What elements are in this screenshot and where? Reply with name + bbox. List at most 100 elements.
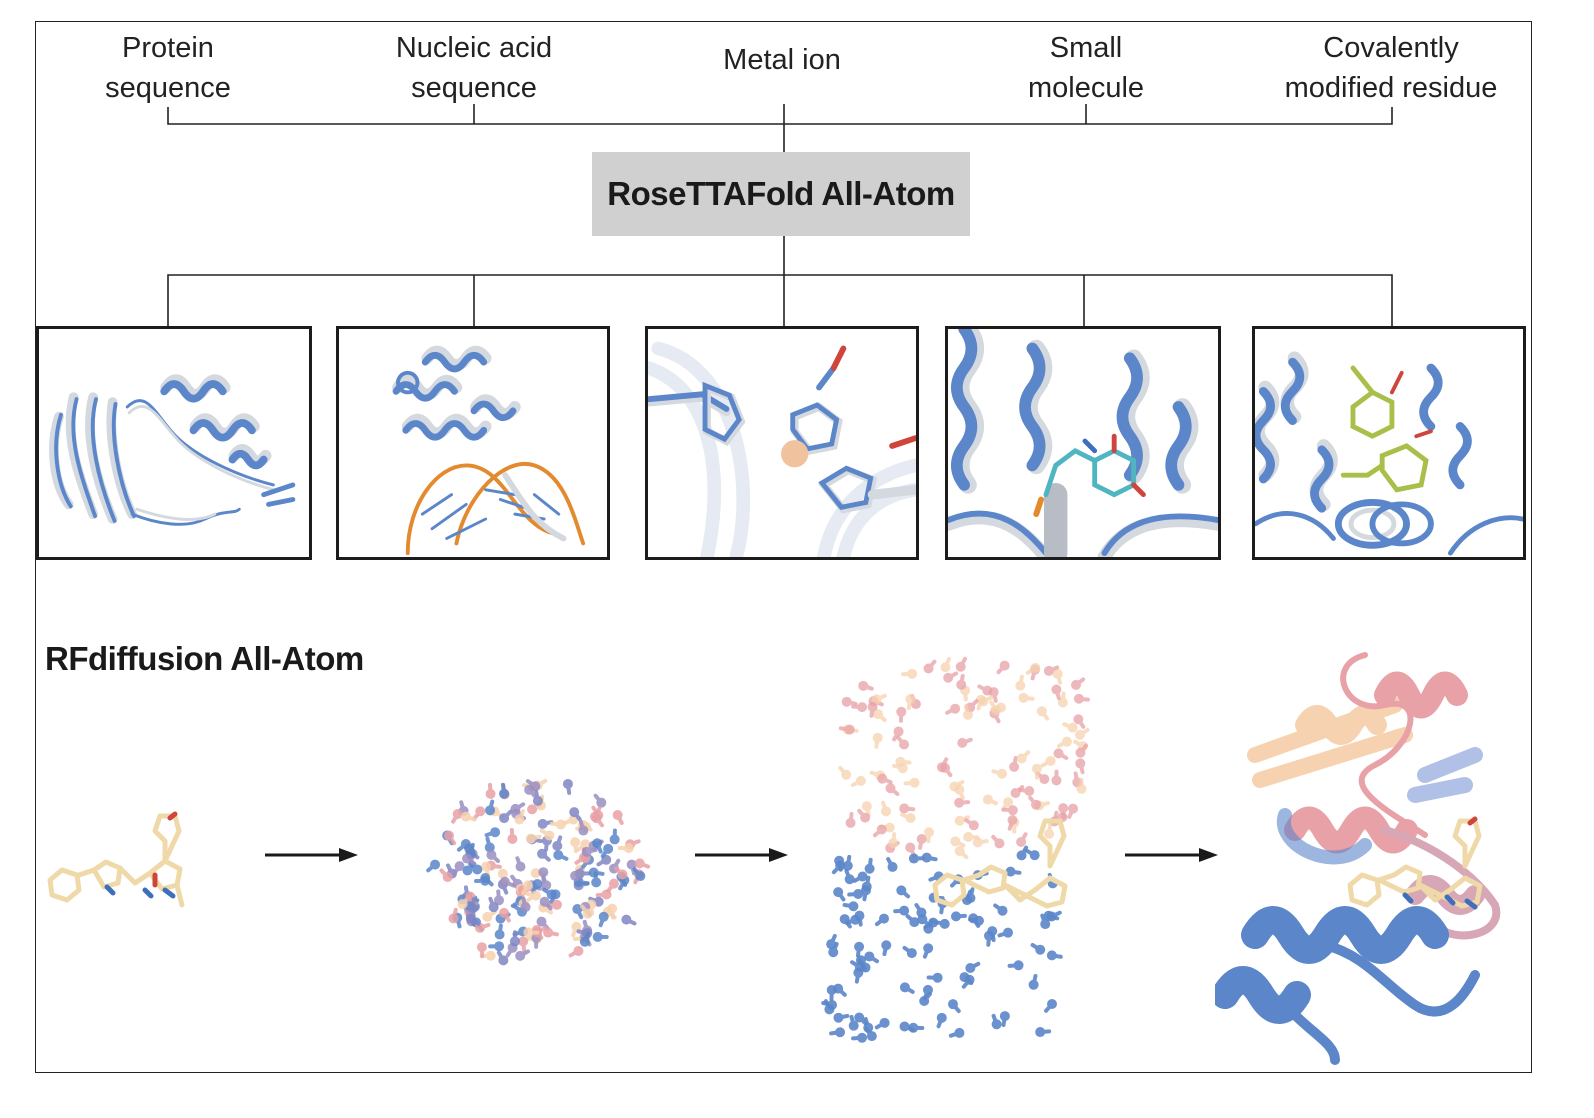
ligand-icon bbox=[47, 811, 185, 908]
residue-glyph bbox=[498, 907, 511, 923]
residue-glyph bbox=[1075, 758, 1086, 775]
residue-glyph bbox=[486, 849, 501, 864]
residue-glyph bbox=[1016, 845, 1029, 861]
input-label-metal-ion: Metal ion bbox=[723, 44, 841, 76]
residue-glyph bbox=[1073, 714, 1086, 729]
residue-glyph bbox=[877, 773, 893, 785]
residue-glyph bbox=[901, 668, 918, 679]
residue-glyph bbox=[982, 794, 999, 806]
residue-glyph bbox=[905, 694, 916, 711]
residue-glyph bbox=[621, 914, 637, 926]
residue-glyph bbox=[899, 982, 915, 994]
covalent-residue-icon bbox=[1255, 351, 1523, 556]
residue-glyph bbox=[485, 799, 496, 816]
residue-glyph bbox=[592, 931, 609, 942]
residue-glyph bbox=[439, 868, 453, 883]
residue-glyph bbox=[945, 703, 961, 715]
figure-frame bbox=[35, 21, 1532, 1073]
residue-glyph bbox=[520, 896, 531, 913]
residue-glyph bbox=[462, 853, 477, 866]
residue-glyph bbox=[468, 897, 479, 914]
residue-glyph bbox=[903, 777, 920, 788]
residue-glyph bbox=[494, 923, 505, 940]
residue-glyph bbox=[1052, 668, 1063, 685]
stage-noise bbox=[415, 765, 660, 980]
residue-glyph bbox=[854, 1012, 868, 1026]
residue-glyph bbox=[600, 843, 614, 859]
residue-glyph bbox=[456, 838, 471, 852]
residue-glyph bbox=[1070, 677, 1086, 690]
residue-glyph bbox=[867, 701, 878, 718]
residue-glyph bbox=[943, 671, 959, 683]
residue-glyph bbox=[571, 921, 582, 938]
residue-glyph bbox=[480, 873, 494, 887]
residue-glyph bbox=[1007, 815, 1018, 831]
residue-glyph bbox=[1009, 756, 1020, 772]
residue-glyph bbox=[881, 800, 892, 817]
residue-glyph bbox=[484, 827, 501, 838]
residue-glyph bbox=[591, 813, 605, 828]
residue-glyph bbox=[919, 992, 932, 1006]
residue-glyph bbox=[465, 913, 481, 926]
residue-glyph bbox=[881, 940, 892, 957]
stage-partial bbox=[815, 655, 1115, 1050]
residue-glyph bbox=[553, 850, 569, 861]
residue-glyph bbox=[609, 828, 620, 845]
residue-glyph bbox=[845, 811, 856, 828]
residue-glyph bbox=[482, 909, 497, 922]
residue-glyph bbox=[525, 833, 542, 844]
arrow-right-icon bbox=[1125, 848, 1218, 862]
panel-protein bbox=[36, 326, 312, 560]
residue-glyph bbox=[1016, 750, 1031, 764]
residue-glyph bbox=[926, 972, 943, 983]
residue-glyph bbox=[476, 942, 487, 959]
residue-glyph bbox=[902, 945, 917, 959]
residue-glyph bbox=[488, 896, 499, 913]
residue-glyph bbox=[1024, 848, 1040, 861]
residue-glyph bbox=[578, 819, 589, 836]
residue-glyph bbox=[1057, 691, 1068, 708]
rosettafold-box: RoseTTAFold All-Atom bbox=[592, 152, 970, 236]
panel-small-molecule bbox=[945, 326, 1221, 560]
residue-glyph bbox=[1025, 663, 1041, 675]
residue-glyph bbox=[838, 724, 855, 735]
residue-glyph bbox=[1044, 822, 1055, 839]
residue-glyph bbox=[634, 858, 651, 869]
residue-glyph bbox=[448, 907, 459, 924]
residue-glyph bbox=[1035, 1027, 1052, 1038]
residue-glyph bbox=[1067, 803, 1079, 819]
residue-glyph bbox=[826, 984, 837, 1001]
residue-glyph bbox=[948, 1027, 965, 1038]
residue-glyph bbox=[940, 656, 951, 673]
residue-glyph bbox=[991, 768, 1008, 779]
residue-glyph bbox=[1040, 755, 1056, 768]
residue-glyph bbox=[852, 871, 868, 883]
residue-glyph bbox=[1040, 913, 1051, 930]
residue-glyph bbox=[452, 861, 465, 876]
residue-glyph bbox=[1030, 942, 1046, 955]
residue-glyph bbox=[936, 1012, 947, 1029]
residue-glyph bbox=[924, 827, 935, 844]
residue-glyph bbox=[1053, 748, 1069, 760]
residue-glyph bbox=[978, 695, 994, 707]
residue-glyph bbox=[1035, 771, 1050, 785]
residue-glyph bbox=[864, 857, 875, 874]
residue-glyph bbox=[451, 808, 463, 824]
residue-glyph bbox=[954, 846, 969, 860]
residue-glyph bbox=[900, 812, 916, 824]
residue-glyph bbox=[950, 911, 967, 922]
residue-glyph bbox=[864, 1027, 877, 1042]
residue-glyph bbox=[1007, 960, 1024, 971]
residue-glyph bbox=[1046, 950, 1063, 961]
residue-glyph bbox=[872, 732, 883, 749]
residue-glyph bbox=[509, 930, 520, 947]
residue-glyph bbox=[955, 656, 967, 672]
partial-denoise-icon bbox=[821, 656, 1090, 1043]
residue-glyph bbox=[507, 827, 518, 844]
residue-glyph bbox=[1005, 866, 1022, 877]
ligand-pocket-icon bbox=[948, 329, 1218, 557]
residue-glyph bbox=[568, 945, 584, 958]
metal-site-icon bbox=[648, 341, 916, 557]
